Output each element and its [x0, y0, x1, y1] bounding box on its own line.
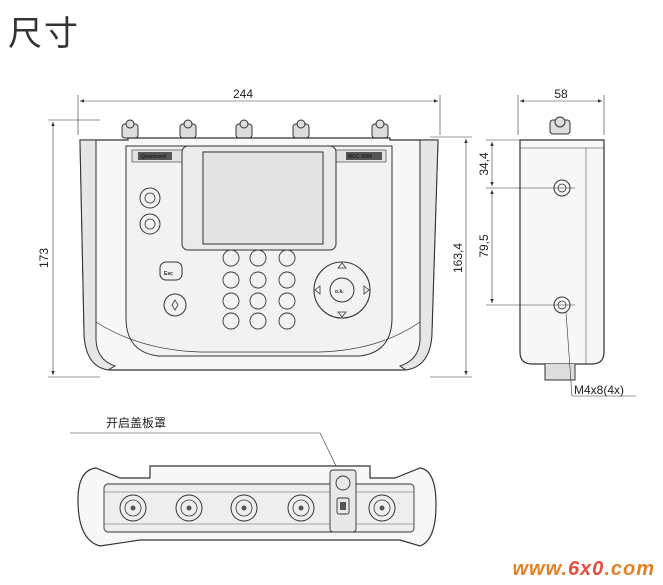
numeric-keypad: [222, 249, 296, 330]
inner-height-dimension-label: 163,4: [451, 243, 465, 273]
display-screen: [202, 151, 324, 245]
keypad-key[interactable]: [249, 312, 267, 330]
depth-dimension-label: 58: [554, 87, 568, 101]
navigation-ring[interactable]: [313, 261, 371, 319]
brand-label: QuantumX: [141, 154, 167, 160]
hole-offset-dimension-label: 34,4: [477, 152, 491, 176]
keypad-key[interactable]: [278, 271, 296, 289]
side-housing: [519, 139, 605, 365]
side-view: [486, 95, 636, 397]
width-dimension-label: 244: [233, 87, 253, 101]
top-connectors: [121, 119, 389, 139]
bottom-view: [70, 432, 437, 547]
esc-button[interactable]: [159, 261, 183, 281]
cover-label: 开启盖板罩: [106, 416, 166, 430]
keypad-key[interactable]: [278, 249, 296, 267]
arrow-right-icon: [363, 285, 370, 295]
height-dimension-label: 173: [37, 248, 51, 268]
keypad-key[interactable]: [222, 249, 240, 267]
connector-port: [368, 494, 396, 522]
arrow-left-icon: [314, 285, 321, 295]
power-button[interactable]: [139, 187, 161, 209]
keypad-key[interactable]: [278, 312, 296, 330]
ok-label: o.k.: [335, 289, 344, 295]
keypad-key[interactable]: [249, 271, 267, 289]
keypad-key[interactable]: [278, 292, 296, 310]
model-label: MGC 3000: [348, 154, 372, 160]
keypad-key[interactable]: [249, 292, 267, 310]
connector-port: [230, 494, 258, 522]
front-view: QuantumX MGC 3000 Esc: [48, 95, 472, 378]
hole-spacing-dimension-label: 79,5: [477, 234, 491, 258]
keypad-key[interactable]: [222, 312, 240, 330]
brand-badge: [138, 152, 172, 160]
thread-callout-label: M4x8(4x): [574, 383, 624, 397]
connector-port: [119, 494, 147, 522]
page-title: 尺寸: [8, 14, 80, 54]
connector-port: [287, 494, 315, 522]
keypad-key[interactable]: [222, 292, 240, 310]
usb-port: [336, 497, 350, 515]
arrow-up-icon: [337, 262, 347, 269]
esc-label: Esc: [164, 271, 173, 277]
lock-button[interactable]: [139, 213, 161, 235]
help-button[interactable]: [163, 293, 187, 317]
cover-flap[interactable]: [329, 469, 357, 533]
keypad-key[interactable]: [249, 249, 267, 267]
connector-port: [175, 494, 203, 522]
arrow-down-icon: [337, 311, 347, 318]
keypad-key[interactable]: [222, 271, 240, 289]
watermark: www.6x0.com: [512, 558, 655, 580]
ok-button[interactable]: [329, 277, 355, 303]
